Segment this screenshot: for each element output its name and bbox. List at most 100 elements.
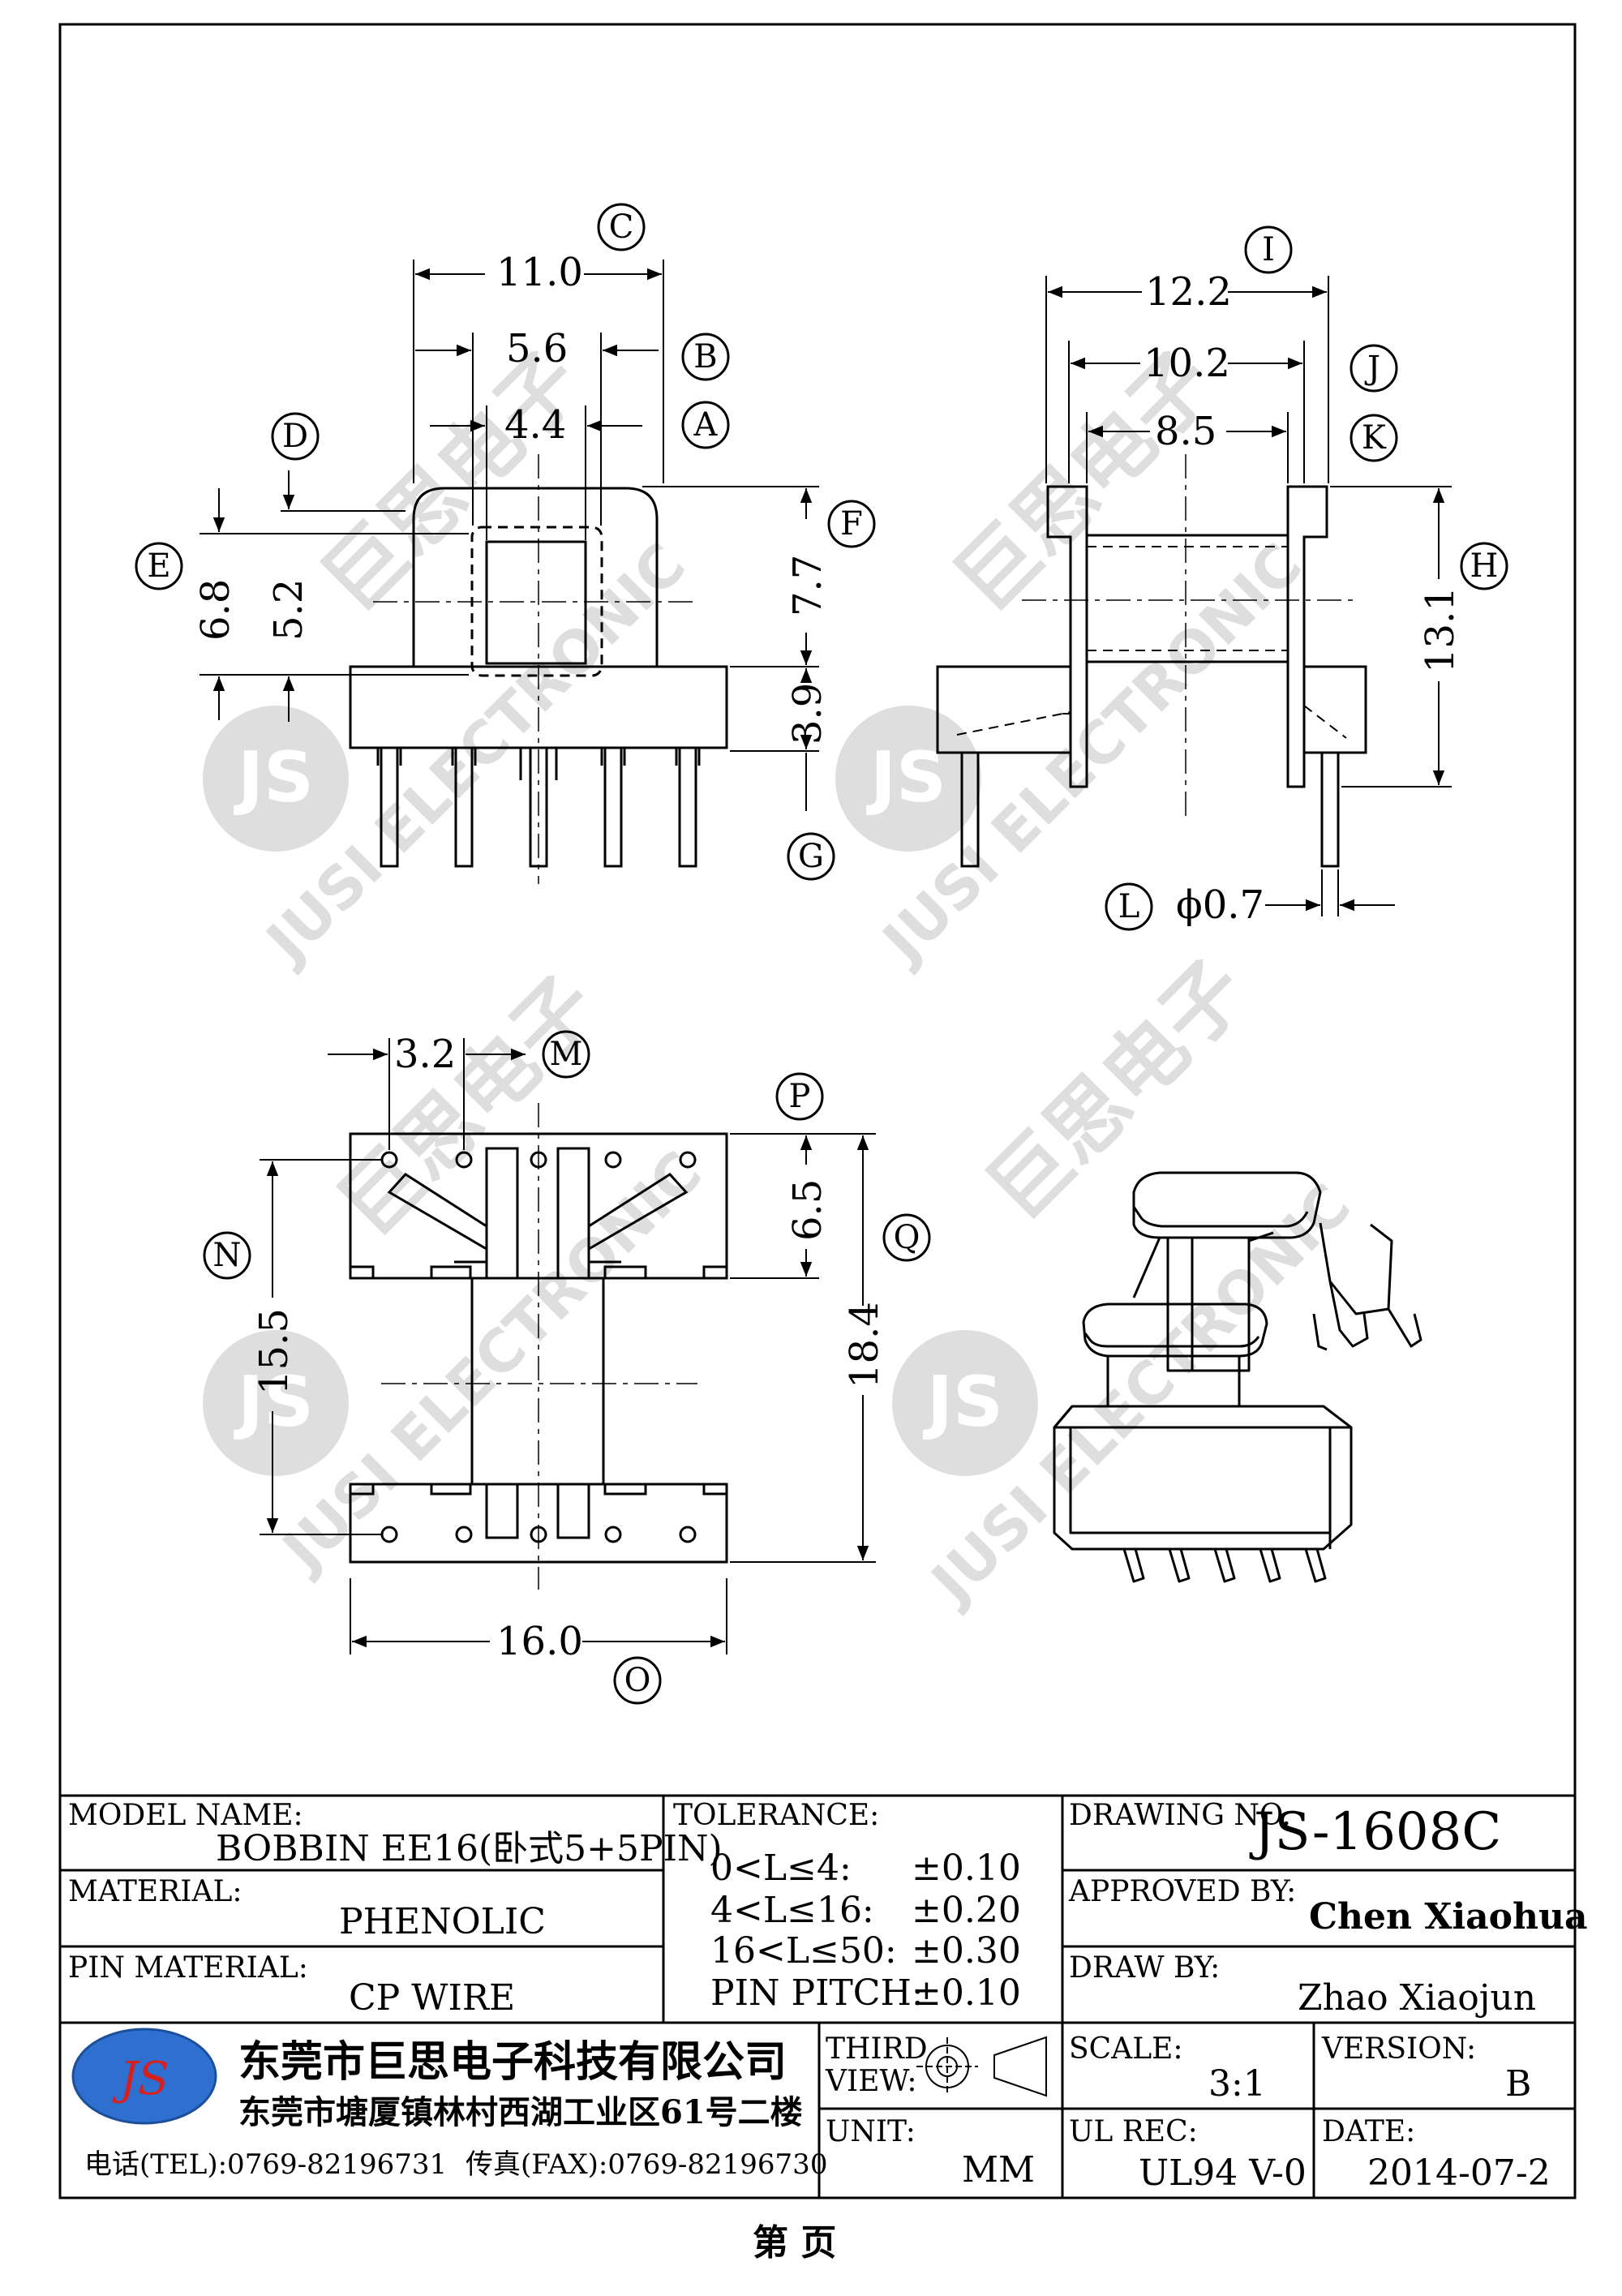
tolerance-range-3: 16<L≤50: <box>710 1930 897 1972</box>
bottom-dim-text: 3.2 6.5 18.4 15.5 16.0 <box>251 1032 887 1664</box>
projection-symbol-icon <box>916 2036 1047 2097</box>
callout-j: J <box>1364 350 1380 387</box>
drawing-no-label: DRAWING NO. <box>1069 1799 1291 1832</box>
draw-by-value: Zhao Xiaojun <box>1298 1977 1536 2019</box>
callout-b: B <box>693 338 717 376</box>
company-tel: 电话(TEL):0769-82196731 <box>84 2148 447 2181</box>
watermark: JS JUSI ELECTRONIC 巨思电子 JS JUSI ELECTRON… <box>203 333 1363 1619</box>
pin-material-label: PIN MATERIAL: <box>68 1951 308 1985</box>
bottom-callout-labels: M P N Q O <box>213 1036 920 1699</box>
dim-j-value: 10.2 <box>1144 341 1230 386</box>
front-window <box>485 540 587 665</box>
version-label: VERSION: <box>1321 2032 1476 2066</box>
callout-g: G <box>798 838 824 875</box>
bottom-callouts <box>203 1030 931 1705</box>
dim-b-value: 5.6 <box>506 326 568 371</box>
svg-text:巨思电子: 巨思电子 <box>320 958 616 1255</box>
material-value: PHENOLIC <box>339 1901 546 1942</box>
dim-a-value: 4.4 <box>504 402 566 448</box>
version-value: B <box>1505 2063 1531 2105</box>
callout-h: H <box>1470 547 1499 585</box>
unit-value: MM <box>962 2149 1035 2191</box>
front-flange-outline <box>412 487 659 667</box>
third-view-label: THIRD <box>826 2032 928 2066</box>
callout-e: E <box>147 547 170 585</box>
side-callouts <box>1105 225 1508 931</box>
tolerance-range-1: 0<L≤4: <box>710 1848 852 1889</box>
dim-k-value: 8.5 <box>1155 409 1216 454</box>
ul-rec-value: UL94 V-0 <box>1139 2152 1307 2194</box>
svg-text:JS: JS <box>234 1362 314 1443</box>
sheet-border <box>58 23 1577 2199</box>
front-dim-text: 11.0 5.6 4.4 6.8 5.2 7.7 3.9 <box>193 250 830 745</box>
svg-text:巨思电子: 巨思电子 <box>303 333 600 630</box>
callout-i: I <box>1262 231 1275 268</box>
date-value: 2014-07-2 <box>1367 2152 1551 2194</box>
approved-by-value: Chen Xiaohua <box>1309 1896 1588 1938</box>
isometric-view <box>1053 1171 1422 1583</box>
dim-h-value: 13.1 <box>1418 586 1463 673</box>
callout-c: C <box>609 208 634 246</box>
front-view <box>349 454 728 884</box>
callout-a: A <box>693 406 719 444</box>
side-dim-text: 12.2 10.2 8.5 13.1 ϕ0.7 <box>1144 269 1463 928</box>
dim-l-value: ϕ0.7 <box>1176 882 1264 928</box>
side-dimensions <box>1045 276 1452 916</box>
material-label: MATERIAL: <box>68 1875 242 1908</box>
draw-by-label: DRAW BY: <box>1069 1951 1220 1985</box>
svg-text:JS: JS <box>234 737 314 818</box>
callout-p: P <box>789 1078 811 1115</box>
callout-k: K <box>1362 419 1387 457</box>
dim-d-value: 5.2 <box>266 579 311 641</box>
page-footer: 第 页 <box>753 2222 836 2264</box>
scale-value: 3:1 <box>1208 2063 1266 2105</box>
callout-q: Q <box>894 1219 920 1256</box>
dim-p-value: 6.5 <box>785 1179 830 1241</box>
front-dimensions <box>200 260 819 811</box>
tolerance-value-3: ±0.30 <box>912 1930 1021 1972</box>
callout-l: L <box>1118 888 1140 925</box>
company-fax: 传真(FAX):0769-82196730 <box>466 2148 827 2181</box>
front-callouts <box>135 203 876 881</box>
front-pins <box>376 746 701 868</box>
callout-d: D <box>282 418 308 455</box>
title-block-text: MODEL NAME: BOBBIN EE16(卧式5+5PIN) MATERI… <box>68 1799 1588 2194</box>
dim-o-value: 16.0 <box>496 1619 583 1664</box>
dim-g-value: 3.9 <box>785 683 830 745</box>
model-name-label: MODEL NAME: <box>68 1799 303 1832</box>
side-view <box>936 454 1367 868</box>
tolerance-label: TOLERANCE: <box>673 1799 879 1832</box>
scale-label: SCALE: <box>1069 2032 1183 2066</box>
callout-m: M <box>550 1036 583 1073</box>
approved-by-label: APPROVED BY: <box>1068 1875 1296 1908</box>
dim-i-value: 12.2 <box>1145 269 1232 315</box>
unit-label: UNIT: <box>826 2115 916 2148</box>
dim-m-value: 3.2 <box>394 1032 456 1077</box>
tolerance-value-1: ±0.10 <box>912 1848 1021 1889</box>
dim-e-value: 6.8 <box>193 579 238 641</box>
dim-c-value: 11.0 <box>496 250 583 295</box>
dim-n-value: 15.5 <box>251 1308 297 1395</box>
date-label: DATE: <box>1322 2115 1415 2148</box>
svg-text:JS: JS <box>866 737 946 818</box>
third-view-label-2: VIEW: <box>825 2065 917 2098</box>
tolerance-range-2: 4<L≤16: <box>710 1890 874 1931</box>
front-callout-labels: C B A D E F G <box>147 208 862 875</box>
dim-q-value: 18.4 <box>842 1302 887 1388</box>
dim-f-value: 7.7 <box>785 555 830 616</box>
callout-o: O <box>624 1662 651 1699</box>
model-name-value: BOBBIN EE16(卧式5+5PIN) <box>216 1828 723 1869</box>
title-block <box>60 1794 1575 2198</box>
tolerance-range-4: PIN PITCH: <box>710 1972 924 2014</box>
bottom-dimensions <box>260 1038 876 1654</box>
company-name: 东莞市巨思电子科技有限公司 <box>238 2037 787 2087</box>
callout-n: N <box>213 1237 242 1274</box>
drawing-no-value: JS-1608C <box>1249 1802 1501 1862</box>
svg-text:巨思电子: 巨思电子 <box>968 942 1265 1238</box>
company-logo: JS <box>112 2053 169 2105</box>
pin-material-value: CP WIRE <box>349 1977 515 2019</box>
bottom-view <box>349 1103 728 1590</box>
svg-text:JS: JS <box>923 1362 1003 1443</box>
side-callout-labels: I J K H L <box>1118 231 1499 925</box>
